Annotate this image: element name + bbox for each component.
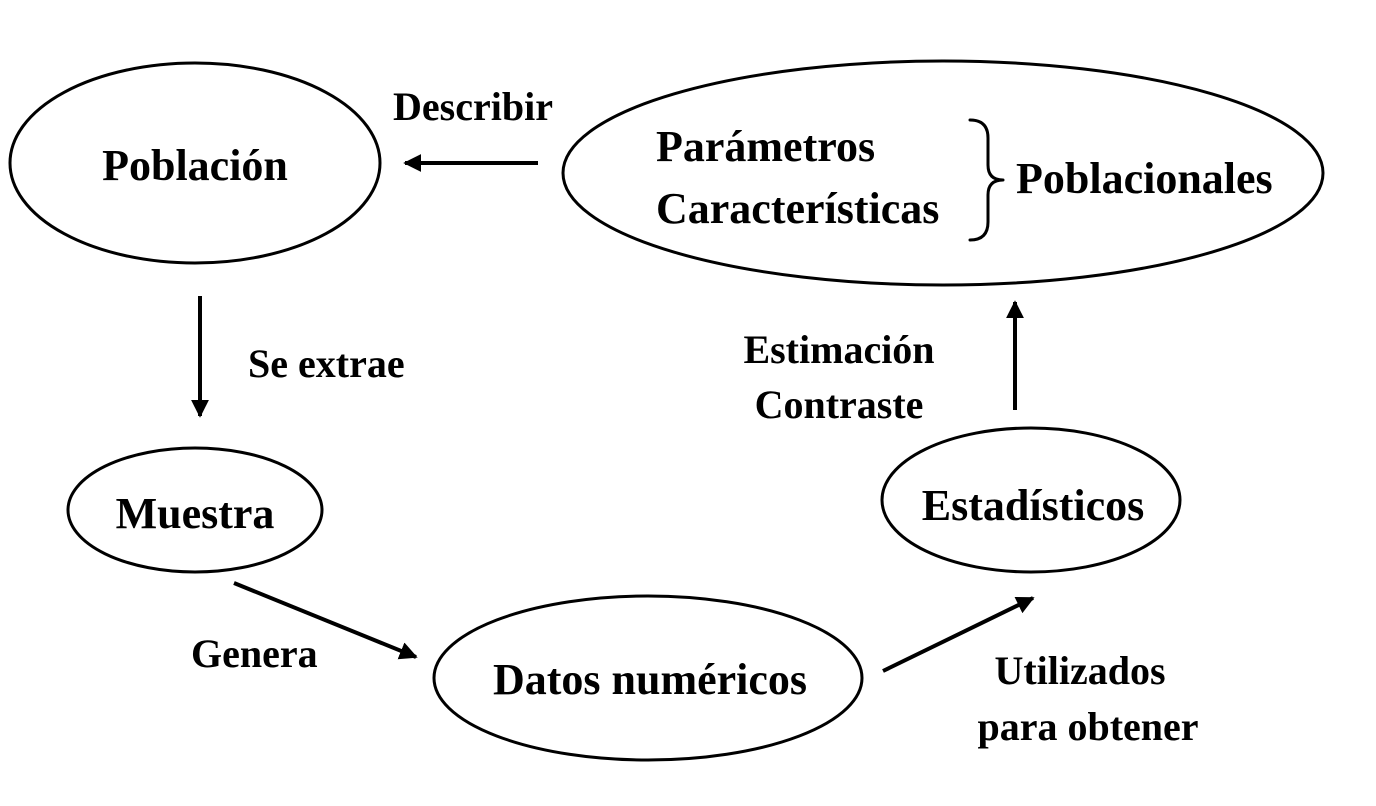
node-muestra-label: Muestra [116,489,275,538]
node-parametros-line1: Parámetros [656,122,875,171]
node-estadisticos-label: Estadísticos [922,481,1144,530]
edge-estimacion-line2: Contraste [755,382,924,427]
node-parametros-line2: Características [656,184,939,233]
edge-genera-label: Genera [191,631,318,676]
node-poblacion [8,61,382,265]
node-datos-numericos [432,594,864,762]
node-muestra [66,446,324,574]
edge-se-extrae-label: Se extrae [248,341,405,386]
edge-utilizados-line2: para obtener [977,704,1198,749]
node-datos-numericos-label: Datos numéricos [493,655,807,704]
node-parametros [561,59,1325,287]
edge-estimacion-line1: Estimación [743,327,934,372]
curly-brace [968,118,1005,242]
edge-describir-label: Describir [393,84,553,129]
node-poblacion-label: Población [102,141,288,190]
edge-utilizados-line1: Utilizados [994,648,1165,693]
node-parametros-group-label: Poblacionales [1016,154,1273,203]
arrow-utilizados [882,596,1035,673]
node-estadisticos [880,426,1182,574]
arrow-genera [233,581,418,660]
